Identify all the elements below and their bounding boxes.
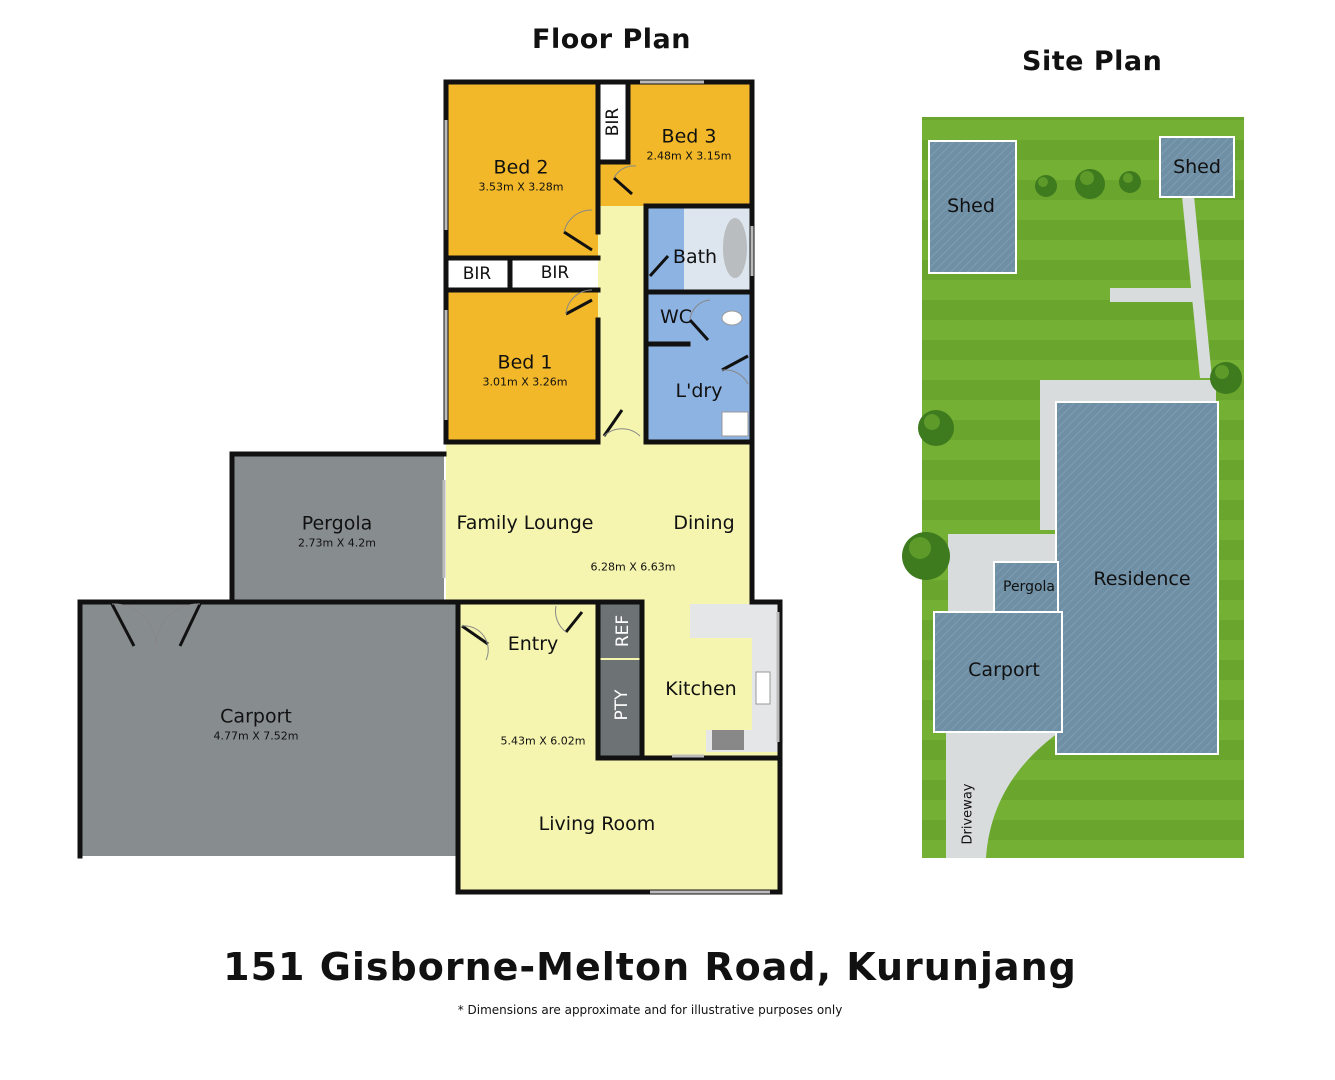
bed1-name: Bed 1 xyxy=(497,351,553,374)
pty-area xyxy=(600,660,642,756)
bed3-dims: 2.48m X 3.15m xyxy=(646,149,732,163)
family-dims: 6.28m X 6.63m xyxy=(590,560,676,574)
laundry-tub xyxy=(721,411,749,437)
bir-left-label: BIR xyxy=(462,264,492,284)
bathtub xyxy=(723,218,747,278)
site-shed-right-label: Shed xyxy=(1173,156,1221,178)
bed2-label: Bed 2 3.53m X 3.28m xyxy=(479,157,564,194)
entry-label: Entry xyxy=(507,633,559,655)
bir-left-area xyxy=(446,258,510,290)
site-residence xyxy=(1055,401,1219,755)
site-pergola xyxy=(993,561,1059,613)
site-driveway-label: Driveway xyxy=(960,783,976,845)
carport-name: Carport xyxy=(220,705,292,728)
site-shed-right xyxy=(1159,136,1235,198)
site-shed-left-label: Shed xyxy=(947,195,995,217)
path-to-shed xyxy=(1182,196,1212,378)
carport-area xyxy=(80,602,456,856)
wc-label: WC xyxy=(659,306,693,328)
site-residence-label: Residence xyxy=(1093,568,1191,590)
bed3-name: Bed 3 xyxy=(661,125,717,148)
bir-top-area xyxy=(598,82,628,162)
disclaimer: * Dimensions are approximate and for ill… xyxy=(457,1003,843,1017)
living-room-label: Living Room xyxy=(538,813,656,835)
bed1-label: Bed 1 3.01m X 3.26m xyxy=(483,352,568,389)
floor-plan-title: Floor Plan xyxy=(532,24,691,55)
cooktop xyxy=(712,730,744,750)
site-plan-title: Site Plan xyxy=(1022,46,1163,77)
carport-label: Carport 4.77m X 7.52m xyxy=(214,706,299,743)
floor-plan-drawing xyxy=(77,79,783,895)
bed2-area xyxy=(446,82,598,258)
pergola-area xyxy=(232,454,444,602)
paving-around-house xyxy=(1040,380,1216,530)
family-area xyxy=(446,442,752,602)
dining-label: Dining xyxy=(673,512,735,534)
pergola-dims: 2.73m X 4.2m xyxy=(298,536,376,550)
bed3-area xyxy=(628,82,752,206)
site-carport-label: Carport xyxy=(968,659,1040,681)
family-lounge-label: Family Lounge xyxy=(456,512,594,534)
toilet xyxy=(721,310,743,326)
pergola-name: Pergola xyxy=(301,512,373,535)
kitchen-label: Kitchen xyxy=(665,678,737,700)
property-address: 151 Gisborne-Melton Road, Kurunjang xyxy=(223,945,1077,989)
kitchen-bench xyxy=(690,604,778,752)
carport-dims: 4.77m X 7.52m xyxy=(213,729,299,743)
ref-area xyxy=(600,604,642,658)
site-carport xyxy=(933,611,1063,733)
bed1-dims: 3.01m X 3.26m xyxy=(482,375,568,389)
bed2-name: Bed 2 xyxy=(493,156,549,179)
driveway-area xyxy=(946,730,1062,858)
site-plan-drawing xyxy=(902,117,1244,858)
bath-label: Bath xyxy=(672,246,718,268)
bed3-label: Bed 3 2.48m X 3.15m xyxy=(647,126,732,163)
bed1-area xyxy=(446,290,598,440)
pergola-label: Pergola 2.73m X 4.2m xyxy=(298,513,376,550)
bir-right-label: BIR xyxy=(540,263,570,283)
site-shed-left xyxy=(928,140,1017,274)
living-dims: 5.43m X 6.02m xyxy=(500,734,586,748)
path-horizontal xyxy=(1110,288,1200,302)
laundry-label: L'dry xyxy=(675,380,723,402)
hallway-area xyxy=(598,206,646,442)
site-pergola-label: Pergola xyxy=(1003,579,1055,595)
bir-right-area xyxy=(512,258,598,290)
sink xyxy=(755,671,771,705)
bed2-dims: 3.53m X 3.28m xyxy=(478,180,564,194)
